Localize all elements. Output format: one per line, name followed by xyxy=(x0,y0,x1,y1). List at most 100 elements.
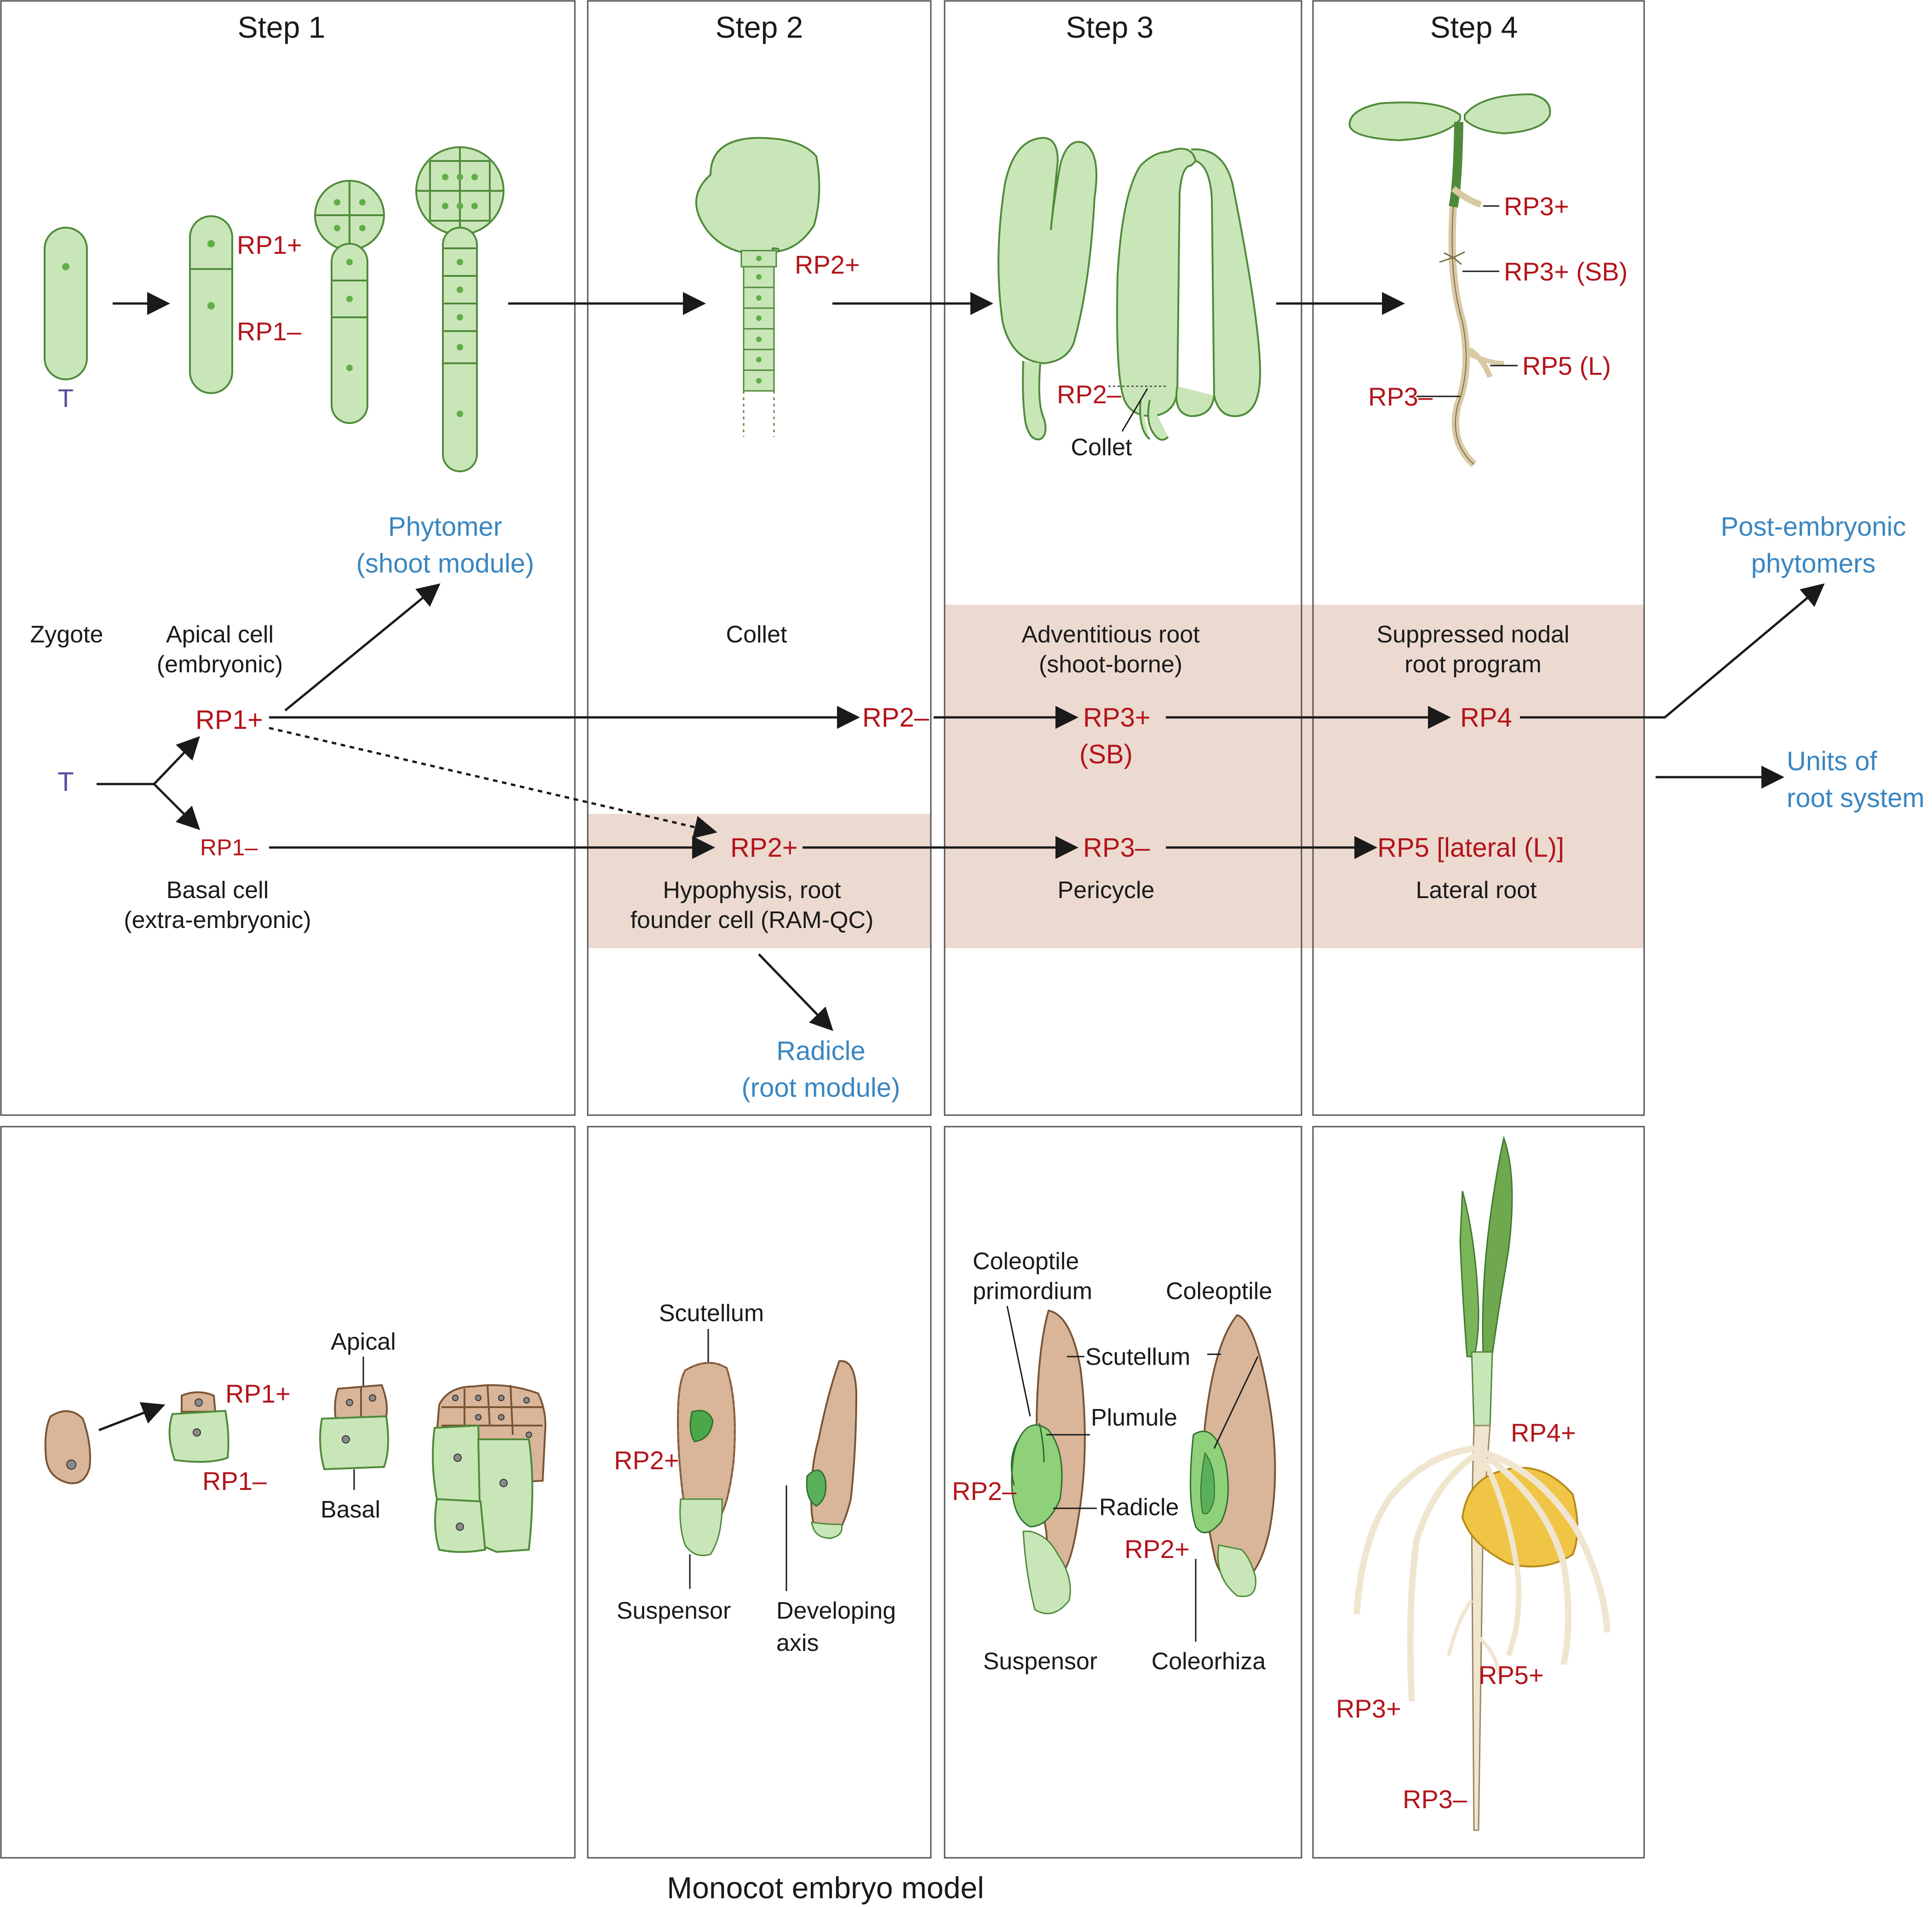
monocot-rp1-minus: RP1– xyxy=(202,1466,267,1495)
step4-heading: Step 4 xyxy=(1430,10,1518,44)
heart-embryo xyxy=(998,137,1098,441)
step4-rp5-l: RP5 (L) xyxy=(1522,351,1611,380)
monocot-rp3-plus: RP3+ xyxy=(1336,1694,1401,1723)
model-rp1-minus: RP1– xyxy=(200,835,258,860)
two-cell-embryo xyxy=(189,215,233,394)
hypophysis-label-1: Hypophysis, root xyxy=(663,877,841,904)
coleoptile-primordium-label-1: Coleoptile xyxy=(973,1248,1079,1275)
units-label-1: Units of xyxy=(1787,746,1878,776)
panel-step1-top xyxy=(0,0,576,1116)
monocot-coleorhiza-label: Coleorhiza xyxy=(1152,1648,1266,1675)
basal-cell-label-1: Basal cell xyxy=(166,877,269,904)
panel-step4-bottom xyxy=(1312,1126,1645,1859)
model-rp1-plus: RP1+ xyxy=(195,705,263,735)
step2-heading: Step 2 xyxy=(716,10,803,44)
phytomer-label-2: (shoot module) xyxy=(356,549,534,578)
torpedo-embryo xyxy=(1116,148,1261,441)
collet-model-label: Collet xyxy=(726,621,787,648)
collet-leader xyxy=(1121,388,1148,432)
monocot-multicell xyxy=(432,1384,546,1553)
phytomer-label-1: Phytomer xyxy=(388,512,502,542)
monocot-caption: Monocot embryo model xyxy=(667,1871,984,1905)
dotted-rp1-plus-to-rp2-plus xyxy=(269,727,717,839)
model-rp3-plus: RP3+ xyxy=(1083,703,1151,733)
panel-step3-bottom xyxy=(944,1126,1302,1859)
step4-rp3-plus-sb: RP3+ (SB) xyxy=(1504,257,1628,286)
mature-embryo-right xyxy=(1190,1314,1276,1598)
zygote-label: Zygote xyxy=(30,621,103,648)
globular-embryo xyxy=(695,137,820,437)
coleoptile-primordium-leader xyxy=(1006,1306,1031,1417)
monocot-coleoptile-label: Coleoptile xyxy=(1166,1278,1272,1305)
step3-collet-label: Collet xyxy=(1071,434,1132,461)
model-sb: (SB) xyxy=(1079,739,1133,769)
monocot-two-cell xyxy=(168,1391,229,1463)
monocot-zygote xyxy=(44,1410,91,1484)
post-embryonic-label-2: phytomers xyxy=(1751,549,1876,578)
pericycle-label: Pericycle xyxy=(1058,877,1155,904)
step1-rp1-plus: RP1+ xyxy=(237,230,302,259)
dicot-seedling xyxy=(1348,93,1551,467)
adventitious-label-2: (shoot-borne) xyxy=(1039,651,1182,678)
step3-rp2-minus: RP2– xyxy=(1057,380,1122,409)
step1-heading: Step 1 xyxy=(238,10,326,44)
model-rp2-plus: RP2+ xyxy=(730,833,798,863)
monocot-basal-label: Basal xyxy=(321,1496,380,1523)
monocot-scutellum2-label: Scutellum xyxy=(1085,1344,1190,1370)
coleoptile-inner-leader xyxy=(1213,1356,1259,1449)
quadrant-embryo xyxy=(314,180,385,424)
arrow-T-to-rp1-minus xyxy=(153,783,201,830)
monocot-four-cell xyxy=(319,1384,389,1471)
step4-rp3-plus: RP3+ xyxy=(1504,192,1569,221)
panel-step2-bottom xyxy=(587,1126,932,1859)
monocot-rp2-minus: RP2– xyxy=(952,1477,1017,1506)
monocot-rp1-plus: RP1+ xyxy=(225,1379,291,1408)
panel-step4-top xyxy=(1312,0,1645,1116)
monocot-suspensor2-label: Suspensor xyxy=(983,1648,1098,1675)
adventitious-label-1: Adventitious root xyxy=(1021,621,1200,648)
coleoptile-primordium-label-2: primordium xyxy=(973,1278,1092,1305)
monocot-radicle-label: Radicle xyxy=(1099,1494,1179,1521)
monocot-plumule-label: Plumule xyxy=(1091,1404,1177,1431)
developing-axis-label-2: axis xyxy=(776,1630,819,1656)
model-rp3-minus: RP3– xyxy=(1083,833,1150,863)
arrow-rp1-plus-to-phytomer xyxy=(284,583,441,711)
radicle-label-1: Radicle xyxy=(776,1036,865,1066)
apical-cell-label-1: Apical cell xyxy=(166,621,274,648)
zygote-T-label: T xyxy=(58,384,74,412)
arrow-to-radicle xyxy=(758,953,833,1031)
monocot-rp2-plus2: RP2+ xyxy=(1124,1535,1190,1563)
panel-step3-top xyxy=(944,0,1302,1116)
shade-adventitious-lateral xyxy=(945,605,1644,948)
monocot-rp2-plus: RP2+ xyxy=(614,1446,679,1475)
arrow-rp4-to-post-embryonic xyxy=(1520,583,1825,719)
model-rp2-minus: RP2– xyxy=(862,703,929,733)
panel-step2-top xyxy=(587,0,932,1116)
arrow-T-to-rp1-plus xyxy=(153,736,200,785)
step4-rp3-minus: RP3– xyxy=(1368,382,1433,411)
step1-rp1-minus: RP1– xyxy=(237,317,302,346)
monocot-rp3-minus: RP3– xyxy=(1403,1785,1468,1814)
arrow-monocot-zygote xyxy=(98,1402,166,1432)
monocot-suspensor-label: Suspensor xyxy=(617,1598,731,1624)
octant-embryo xyxy=(415,146,504,472)
post-embryonic-label-1: Post-embryonic xyxy=(1721,512,1906,542)
maize-seedling xyxy=(1353,1135,1611,1831)
apical-cell-label-2: (embryonic) xyxy=(157,651,283,678)
suppressed-label-1: Suppressed nodal xyxy=(1376,621,1569,648)
radicle-label-2: (root module) xyxy=(742,1073,900,1103)
monocot-rp5-plus: RP5+ xyxy=(1479,1661,1544,1689)
monocot-rp4-plus: RP4+ xyxy=(1511,1418,1576,1447)
model-T-label: T xyxy=(57,767,74,797)
model-rp4: RP4 xyxy=(1460,703,1512,733)
zygote-cell xyxy=(44,227,88,380)
developing-axis-label-1: Developing xyxy=(776,1598,896,1624)
step2-rp2-plus: RP2+ xyxy=(795,250,860,279)
step3-heading: Step 3 xyxy=(1066,10,1154,44)
suppressed-label-2: root program xyxy=(1405,651,1542,678)
developing-axis-embryo xyxy=(806,1360,858,1540)
panel-step1-bottom xyxy=(0,1126,576,1859)
scutellum-embryo xyxy=(677,1362,736,1556)
shade-hypophysis xyxy=(588,814,931,948)
